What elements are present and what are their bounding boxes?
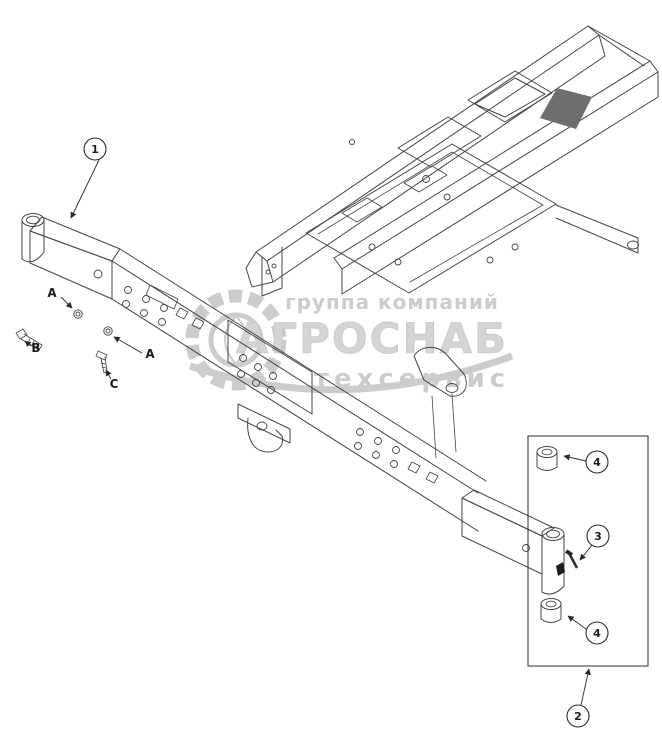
callout-label-2: 2: [574, 710, 582, 723]
callout-item-1[interactable]: 1: [70, 137, 107, 219]
callout-label-4-bottom: 4: [593, 627, 601, 640]
beam-holes-left: [122, 284, 205, 330]
callout-label-3: 3: [594, 530, 602, 543]
frame-drawing: [245, 25, 659, 459]
callout-item-4-bottom[interactable]: 4: [567, 615, 609, 645]
fastener-callouts: A B A C: [24, 286, 155, 391]
shaded-bracket: [540, 88, 592, 129]
watermark-gear-icon: [185, 289, 287, 391]
right-bracket-arm: [461, 489, 565, 595]
fastener-label-c: C: [110, 377, 119, 391]
callout-label-4-top: 4: [593, 456, 601, 469]
tow-hook: [237, 403, 291, 453]
fastener-washer-a1: [73, 309, 83, 319]
watermark-logo: группа компаний АГРОСНАБ техсервис: [185, 289, 514, 394]
fastener-label-a1: A: [47, 286, 57, 300]
fastener-bolt-b: [15, 328, 43, 351]
watermark-swoosh: [188, 352, 514, 394]
fastener-bolt-c: [95, 350, 108, 374]
detail-box: [527, 435, 649, 667]
callout-item-2[interactable]: 2: [566, 668, 591, 728]
callout-item-4-top[interactable]: 4: [563, 450, 609, 474]
pin-part: [564, 549, 579, 569]
watermark-text-service: техсервис: [314, 364, 510, 394]
fastener-label-a2: A: [145, 347, 155, 361]
fastener-parts: [15, 309, 113, 374]
watermark-text-brand: АГРОСНАБ: [236, 314, 508, 363]
retainer-mark: [556, 562, 565, 576]
beam-center-bracket: [227, 319, 313, 415]
fastener-washer-a2: [103, 326, 113, 336]
watermark-text-company: группа компаний: [285, 290, 499, 314]
callout-label-1: 1: [91, 143, 99, 156]
callout-item-3[interactable]: 3: [579, 524, 610, 561]
left-bracket-arm: [21, 213, 121, 300]
beam-holes-right: [354, 428, 439, 484]
bushing-bottom: [540, 598, 562, 623]
crossbeam-drawing: [21, 213, 579, 623]
cast-bracket: [413, 347, 467, 397]
bushing-top: [536, 446, 558, 471]
fastener-label-b: B: [31, 341, 40, 355]
